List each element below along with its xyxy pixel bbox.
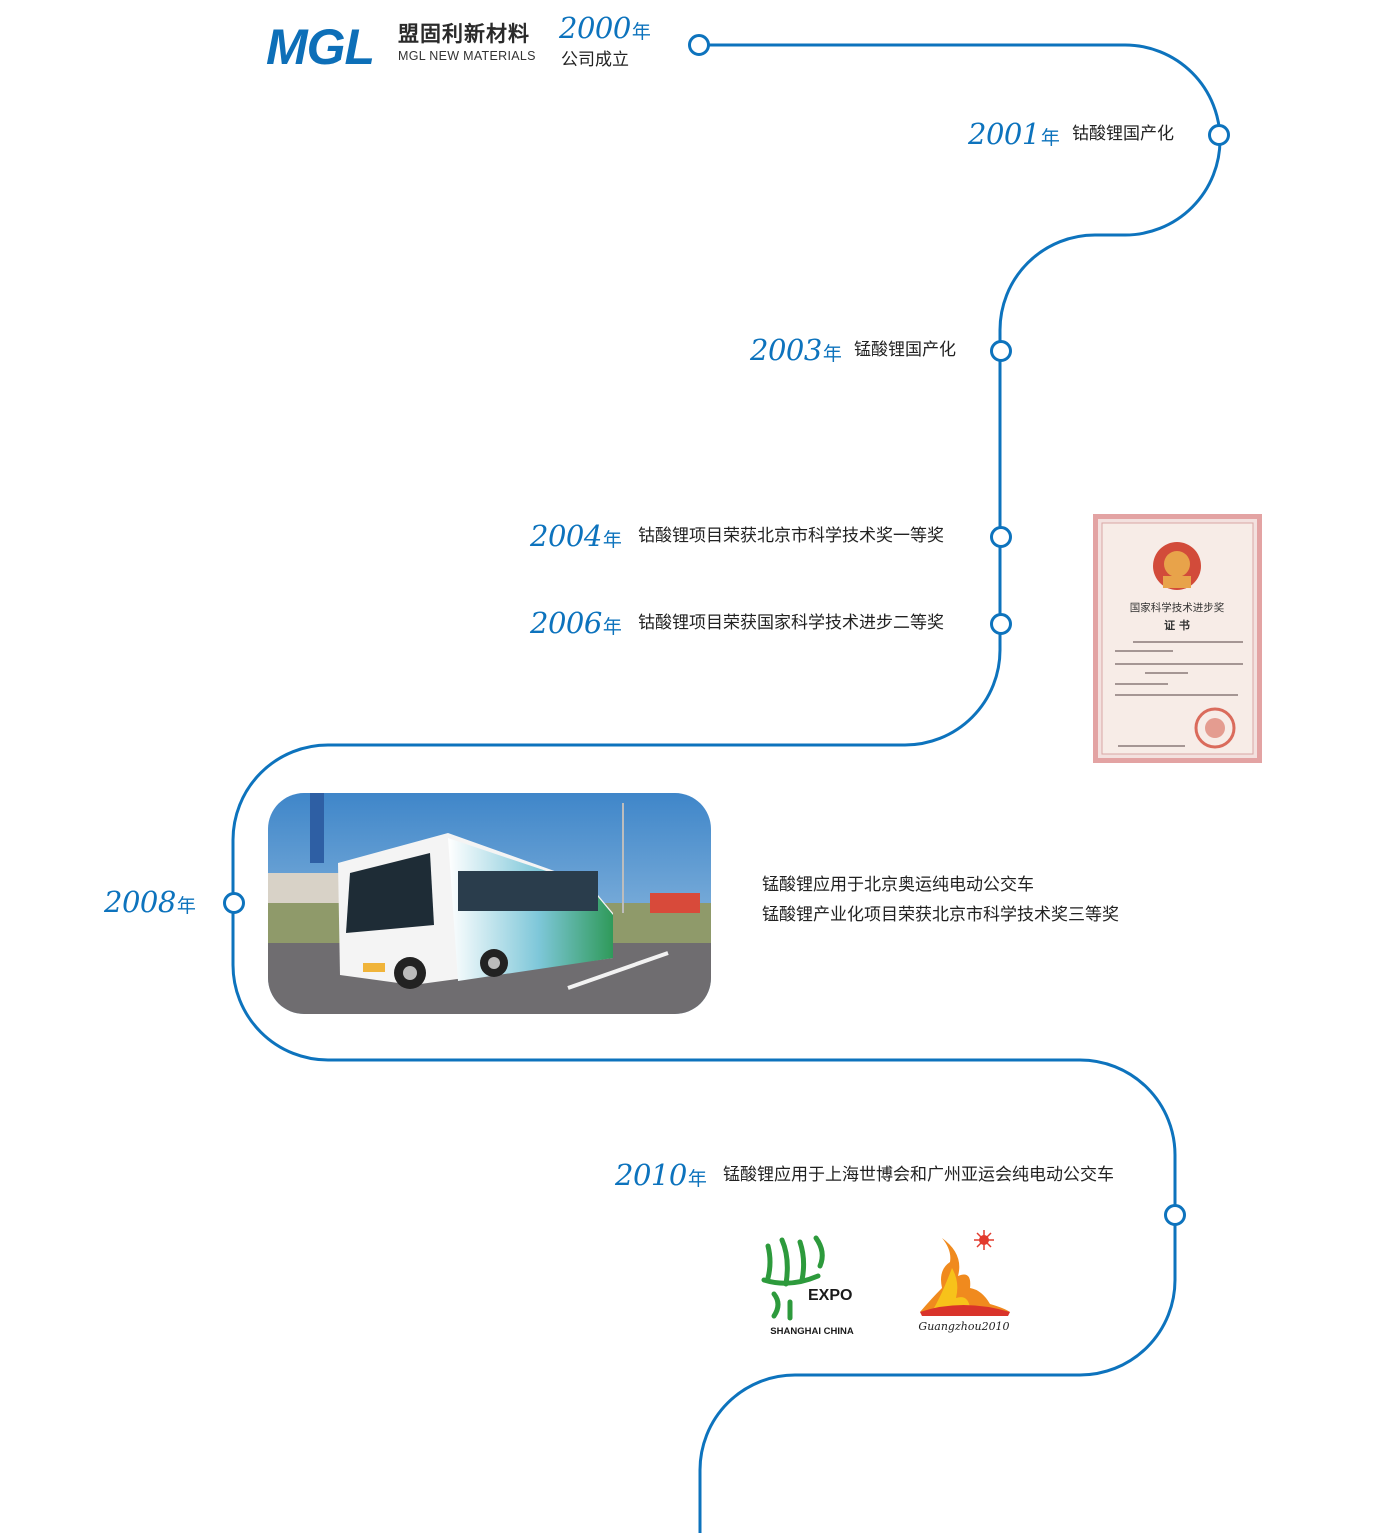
timeline-node-icon	[990, 526, 1012, 548]
milestone-year-2003: 2003年	[750, 333, 842, 367]
milestone-year-2010: 2010年	[615, 1158, 707, 1192]
expo-logo-label: EXPO	[808, 1287, 852, 1304]
timeline-node-icon	[223, 892, 245, 914]
expo-logo-sub: SHANGHAI CHINA	[770, 1326, 854, 1337]
milestone-text-2004: 钴酸锂项目荣获北京市科学技术奖一等奖	[638, 526, 944, 546]
milestone-year-2004: 2004年	[530, 519, 622, 553]
timeline-node-icon	[1208, 124, 1230, 146]
milestone-text-2008-line2: 锰酸锂产业化项目荣获北京市科学技术奖三等奖	[762, 905, 1119, 925]
milestone-text-2003: 锰酸锂国产化	[854, 340, 956, 360]
milestone-year-2001: 2001年	[968, 117, 1060, 151]
milestone-text-2006: 钴酸锂项目荣获国家科学技术进步二等奖	[638, 613, 944, 633]
milestone-year-2000: 2000年	[559, 11, 651, 45]
milestone-text-2000: 公司成立	[561, 50, 629, 70]
timeline-node-icon	[990, 613, 1012, 635]
asian-games-logo: Guangzhou2010	[918, 1230, 1010, 1333]
certificate-subtitle: 证 书	[1164, 618, 1190, 632]
milestone-year-2008: 2008年	[104, 885, 196, 919]
timeline-node-icon	[1164, 1204, 1186, 1226]
milestone-text-2010: 锰酸锂应用于上海世博会和广州亚运会纯电动公交车	[723, 1165, 1114, 1185]
olympic-bus-photo	[268, 793, 711, 1014]
timeline-node-icon	[990, 340, 1012, 362]
timeline-node-icon	[688, 34, 710, 56]
milestone-text-2008: 锰酸锂应用于北京奥运纯电动公交车 锰酸锂产业化项目荣获北京市科学技术奖三等奖	[762, 870, 1119, 930]
asian-games-logo-script: Guangzhou2010	[918, 1320, 1009, 1333]
milestone-text-2008-line1: 锰酸锂应用于北京奥运纯电动公交车	[762, 875, 1034, 895]
expo-2010-logo: EXPO SHANGHAI CHINA	[761, 1235, 854, 1337]
certificate-title: 国家科学技术进步奖	[1130, 601, 1225, 614]
milestone-text-2001: 钴酸锂国产化	[1072, 124, 1174, 144]
brand-logo-english: MGL NEW MATERIALS	[398, 49, 536, 63]
certificate-image: 国家科学技术进步奖 证 书	[1093, 514, 1262, 763]
brand-logo-mark: MGL	[266, 19, 375, 75]
brand-logo-chinese: 盟固利新材料	[398, 22, 530, 46]
milestone-year-2006: 2006年	[530, 606, 622, 640]
